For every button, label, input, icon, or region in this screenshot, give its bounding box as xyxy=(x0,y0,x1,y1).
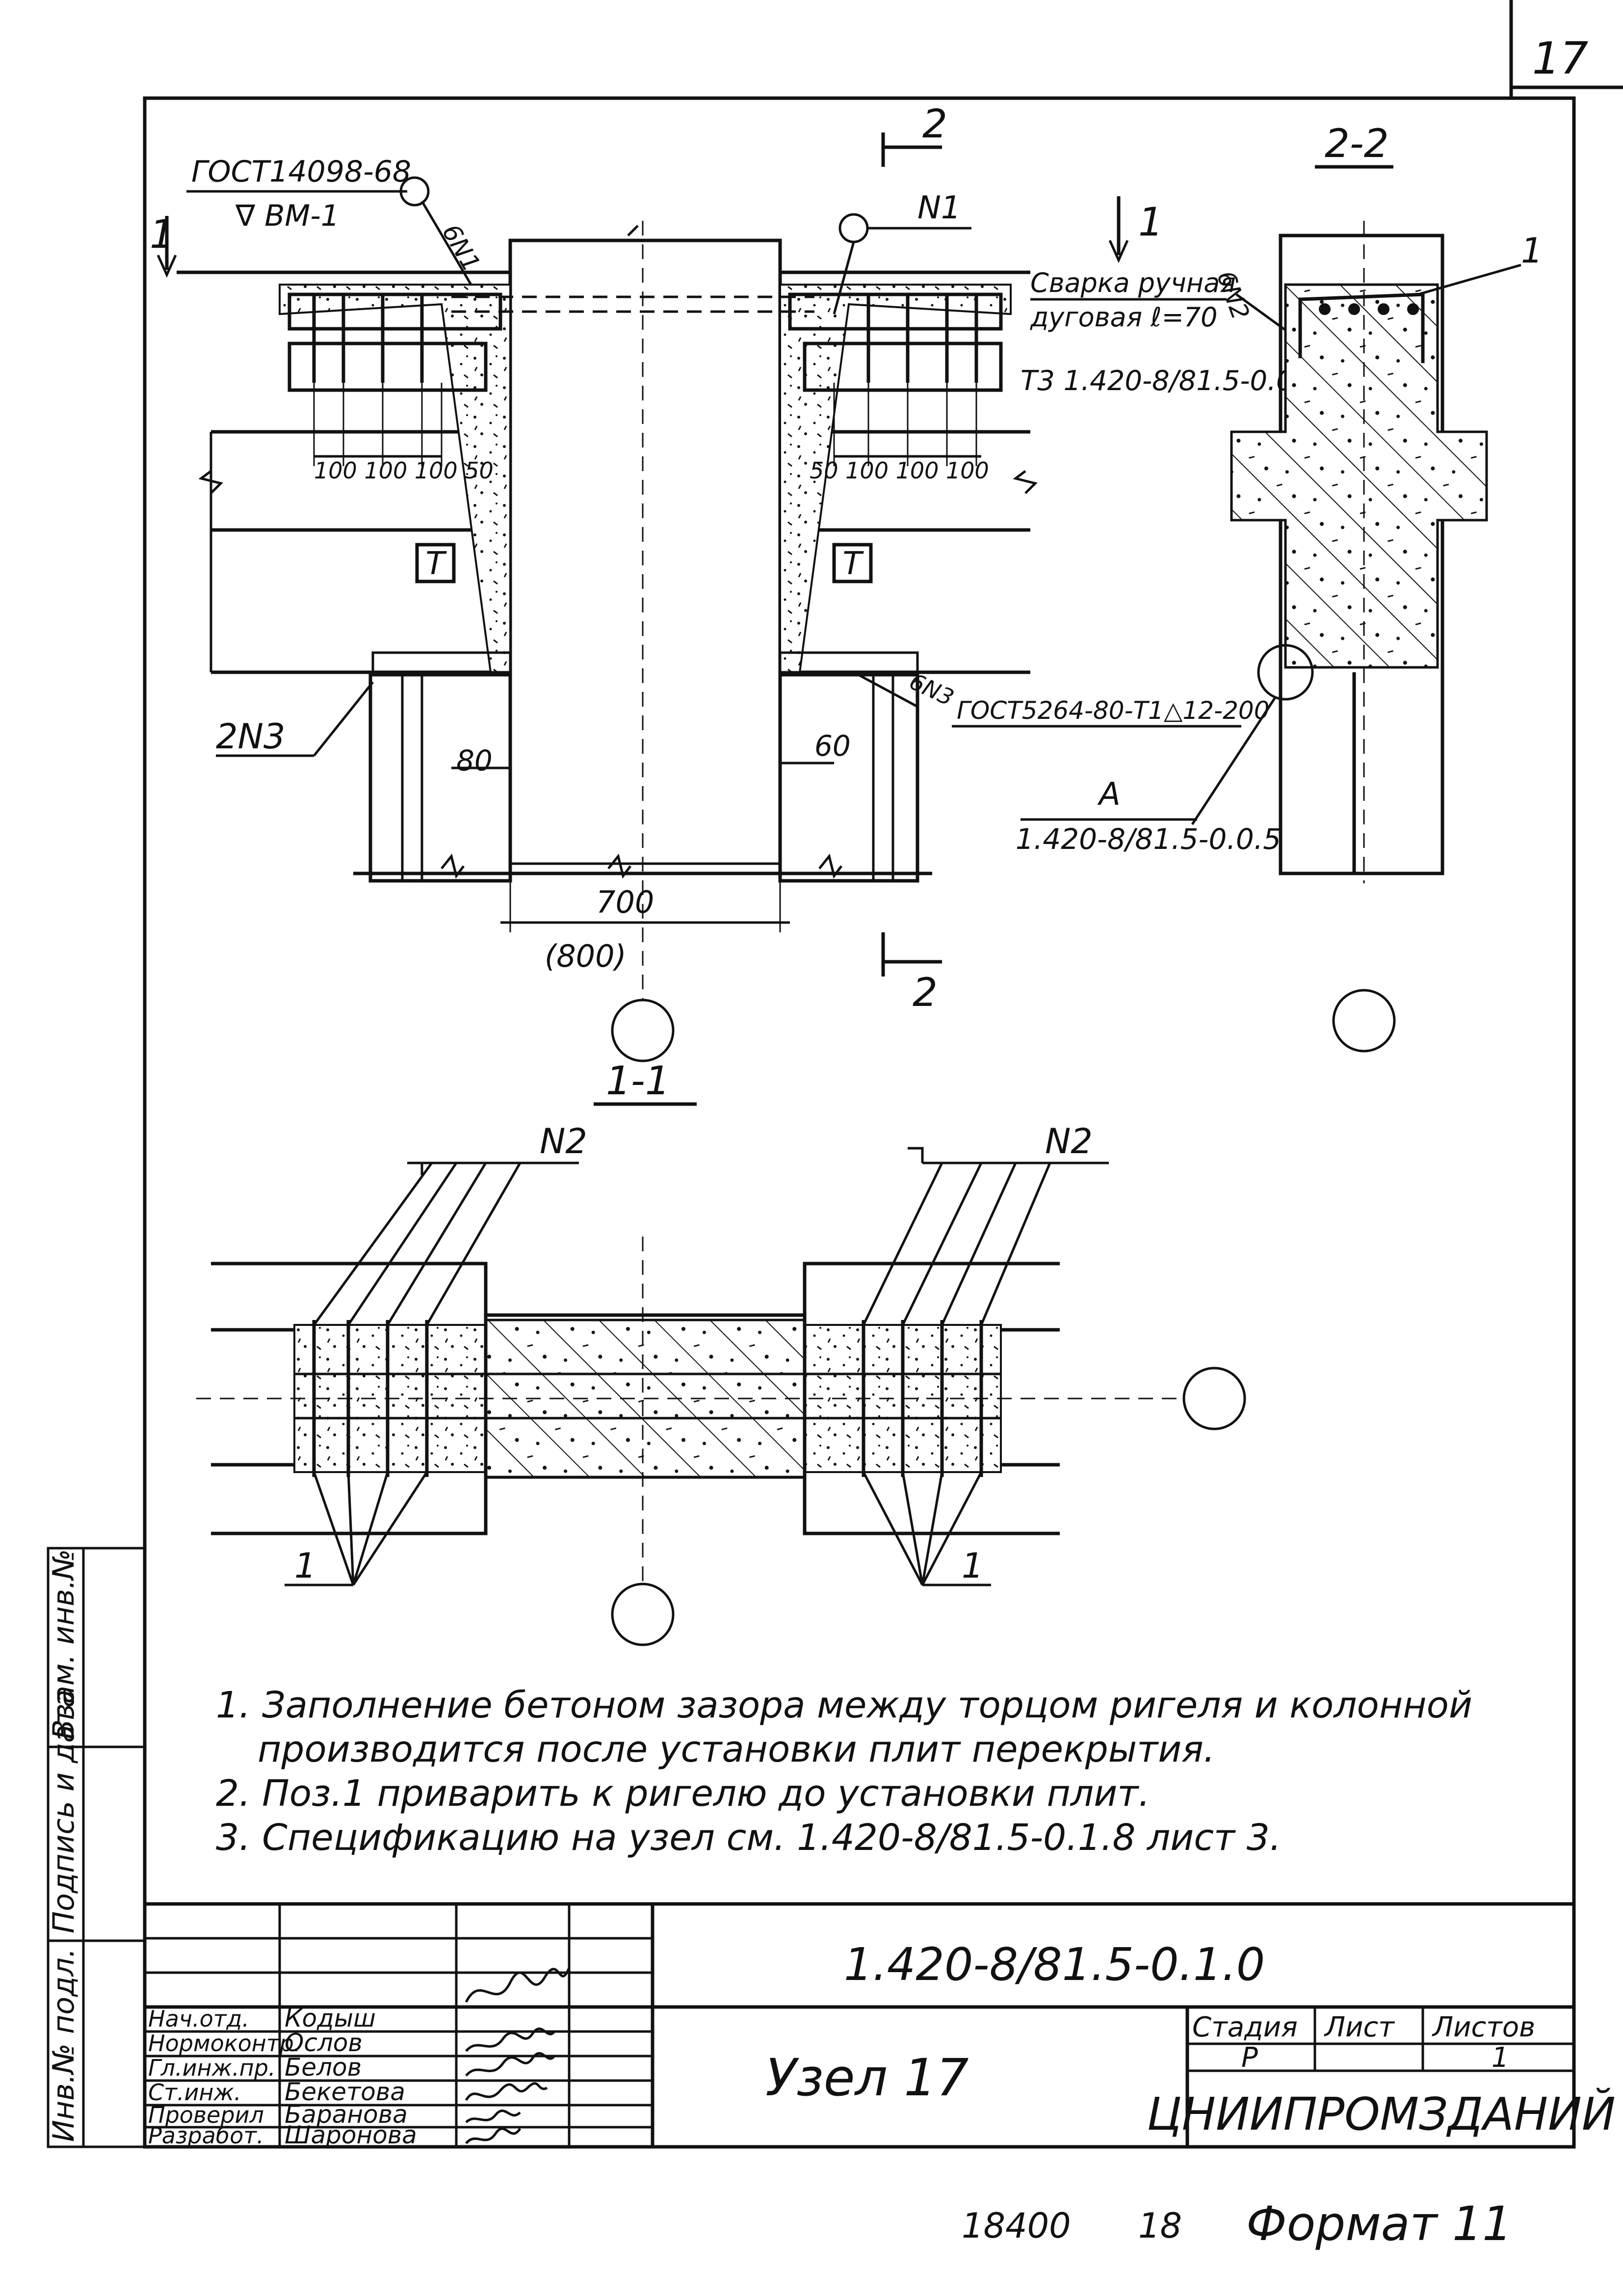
svg-text:700: 700 xyxy=(596,884,654,920)
svg-text:дуговая ℓ=70: дуговая ℓ=70 xyxy=(1030,302,1218,333)
staff-name-5: Баранова xyxy=(285,2100,408,2129)
sheet-header: Лист xyxy=(1324,2011,1395,2043)
svg-text:∇ ВМ-1: ∇ ВМ-1 xyxy=(235,199,340,233)
staff-role-6: Разработ. xyxy=(148,2122,264,2149)
sheets-value: 1 xyxy=(1492,2042,1509,2074)
doc-code: 1.420-8/81.5-0.1.0 xyxy=(844,1938,1265,1991)
staff-role-4: Ст.инж. xyxy=(148,2079,241,2106)
svg-text:2-2: 2-2 xyxy=(1325,121,1389,166)
section-22-pos1: 1 xyxy=(1521,231,1543,271)
organization: ЦНИИПРОМЗДАНИЙ xyxy=(1147,2087,1615,2140)
note-line-4: 3. Спецификацию на узел см. 1.420-8/81.5… xyxy=(216,1817,1281,1859)
title-block: 1.420-8/81.5-0.1.0 Узел 17 ЦНИИПРОМЗДАНИ… xyxy=(143,1902,1616,2149)
note-line-1: 1. Заполнение бетоном зазора между торцо… xyxy=(216,1684,1472,1726)
svg-text:1: 1 xyxy=(150,211,175,257)
section-2-2: 2-2 1 А 1.420-8/81.5-0.0.5 xyxy=(1016,121,1543,1053)
svg-text:N1: N1 xyxy=(917,190,961,226)
dims-left: 100 100 100 50 xyxy=(314,457,494,484)
weld-note: Сварка ручная дуговая ℓ=70 6N2 Т3 1.420-… xyxy=(1021,267,1320,397)
svg-text:Т: Т xyxy=(842,546,864,582)
notes: 1. Заполнение бетоном зазора между торцо… xyxy=(216,1684,1472,1859)
bottom-id-left: 18400 xyxy=(962,2206,1071,2246)
svg-text:Сварка ручная: Сварка ручная xyxy=(1030,267,1236,298)
n1-callout: N1 xyxy=(833,190,971,315)
svg-text:Т3 1.420-8/81.5-0.0.5: Т3 1.420-8/81.5-0.0.5 xyxy=(1021,365,1320,397)
staff-name-4: Бекетова xyxy=(285,2078,405,2106)
side-stamp: Инв.№ подл. Подпись и дата Взам. инв.№ xyxy=(47,1547,146,2148)
svg-text:1: 1 xyxy=(294,1546,316,1586)
sheets-header: Листов xyxy=(1432,2011,1535,2043)
n3-callouts: 2N3 6N3 ГОСТ5264-80-Т1△12-200 xyxy=(216,668,1270,757)
left-beam: 100 100 100 50 Т xyxy=(177,270,512,883)
svg-text:1: 1 xyxy=(1138,199,1163,245)
dims-right: 50 100 100 100 xyxy=(810,457,989,484)
gost-callout-top: ГОСТ14098-68 ∇ ВМ-1 6N1 xyxy=(186,155,486,286)
svg-text:(800): (800) xyxy=(545,938,627,974)
svg-text:А: А xyxy=(1097,776,1121,813)
svg-text:N2: N2 xyxy=(540,1121,587,1161)
stage-value: Р xyxy=(1241,2042,1258,2074)
signatures xyxy=(465,1967,571,2144)
side-stamp-sign: Подпись и дата xyxy=(47,1689,81,1933)
svg-text:2N3: 2N3 xyxy=(216,716,285,757)
section-mark-right: 1 xyxy=(1108,196,1163,264)
staff-role-3: Гл.инж.пр. xyxy=(148,2055,276,2081)
svg-text:2: 2 xyxy=(922,101,947,147)
staff-name-1: Кодыш xyxy=(285,2004,376,2032)
svg-text:80: 80 xyxy=(456,744,493,777)
axis-bubble-22 xyxy=(1332,989,1396,1053)
drawing-title: Узел 17 xyxy=(765,2048,969,2108)
svg-text:ГОСТ14098-68: ГОСТ14098-68 xyxy=(191,155,411,189)
staff-name-3: Белов xyxy=(285,2053,362,2082)
svg-text:60: 60 xyxy=(814,729,851,763)
elevation-dims: 80 60 700 (800) xyxy=(451,729,851,974)
staff-role-5: Проверил xyxy=(148,2102,264,2128)
side-stamp-replace: Взам. инв.№ xyxy=(47,1549,81,1740)
section-mark-top: 2 xyxy=(881,101,947,167)
outer-frame xyxy=(1509,0,1623,98)
svg-text:2: 2 xyxy=(913,970,938,1015)
svg-text:ГОСТ5264-80-Т1△12-200: ГОСТ5264-80-Т1△12-200 xyxy=(957,696,1270,725)
column xyxy=(508,238,782,875)
t-mark-right xyxy=(832,543,873,583)
t-mark-left xyxy=(415,543,456,583)
svg-text:1-1: 1-1 xyxy=(606,1058,670,1104)
svg-text:Т: Т xyxy=(425,546,447,582)
side-stamp-inv: Инв.№ подл. xyxy=(47,1948,81,2142)
format-label: Формат 11 xyxy=(1246,2196,1512,2251)
axis-bubble-elevation xyxy=(611,999,675,1062)
section-1-1: 1-1 N2 N2 xyxy=(196,1058,1246,1646)
page-number: 17 xyxy=(1532,33,1589,84)
axis-bubble-11-bottom xyxy=(611,1583,675,1646)
section-mark-bottom: 2 xyxy=(881,932,942,1015)
bottom-id-mid: 18 xyxy=(1138,2206,1182,2246)
stage-header: Стадия xyxy=(1192,2011,1298,2043)
staff-name-6: Шаронова xyxy=(285,2121,417,2149)
section-mark-left: 1 xyxy=(150,211,177,278)
staff-role-1: Нач.отд. xyxy=(148,2006,249,2032)
svg-text:1: 1 xyxy=(962,1546,984,1586)
svg-text:1.420-8/81.5-0.0.5: 1.420-8/81.5-0.0.5 xyxy=(1016,822,1281,856)
elevation-view: 1 2 1 2 xyxy=(150,101,1320,1062)
staff-role-2: Нормоконтр. xyxy=(148,2030,301,2057)
svg-text:N2: N2 xyxy=(1045,1121,1093,1161)
note-line-3: 2. Поз.1 приварить к ригелю до установки… xyxy=(216,1772,1150,1815)
axis-bubble-11-right xyxy=(1182,1367,1246,1430)
svg-text:6N1: 6N1 xyxy=(437,219,486,276)
right-beam: 50 100 100 100 Т xyxy=(778,270,1030,883)
staff-name-2: Ослов xyxy=(285,2029,363,2057)
note-line-2: производится после установки плит перекр… xyxy=(258,1728,1215,1770)
